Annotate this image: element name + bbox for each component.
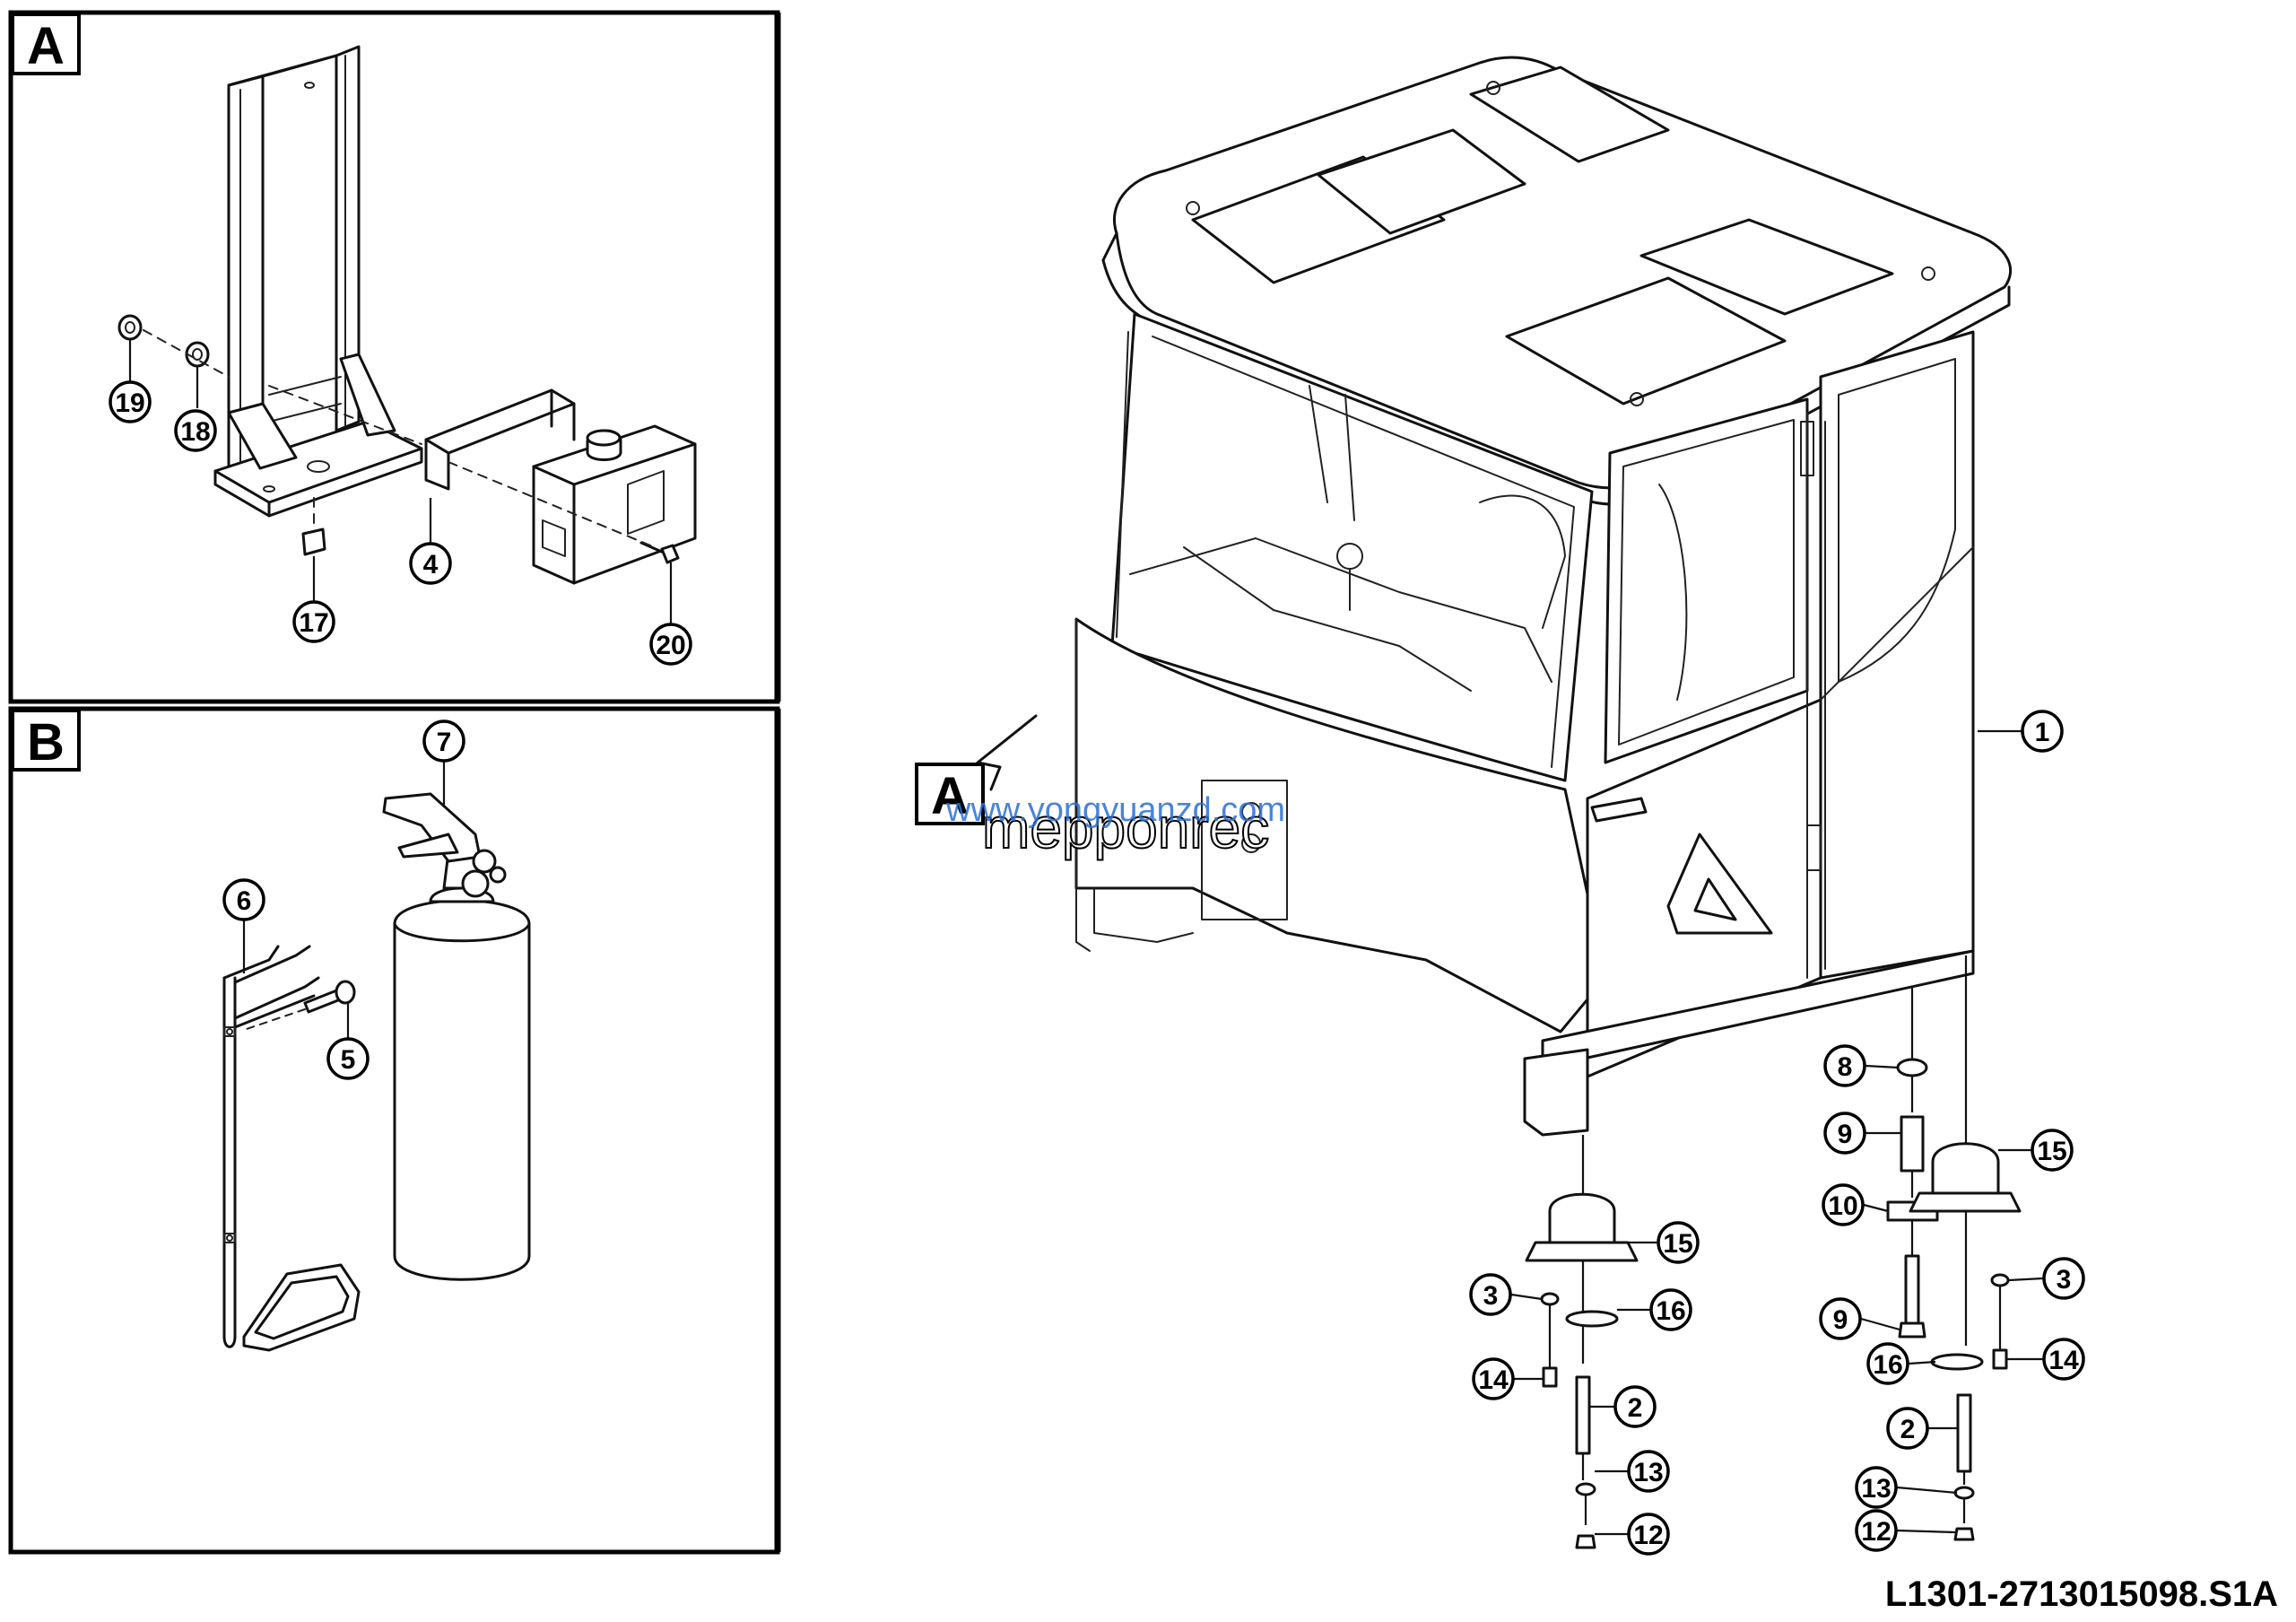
callout-2-left: 2 bbox=[1613, 1385, 1657, 1428]
mount-stack-center bbox=[1886, 987, 1939, 1339]
svg-text:2: 2 bbox=[1900, 1415, 1916, 1444]
panel-b-leaders bbox=[242, 761, 446, 1039]
callout-3-left: 3 bbox=[1469, 1273, 1512, 1316]
callout-6: 6 bbox=[222, 878, 265, 921]
svg-text:7: 7 bbox=[437, 728, 452, 757]
svg-text:12: 12 bbox=[1633, 1521, 1663, 1550]
callout-4: 4 bbox=[409, 542, 452, 585]
svg-text:3: 3 bbox=[2057, 1265, 2072, 1295]
cab-assembly bbox=[1074, 56, 2013, 1137]
main-leaders bbox=[1510, 729, 2044, 1536]
callout-14-left: 14 bbox=[1472, 1357, 1515, 1400]
mount-stack-left bbox=[1525, 1135, 1639, 1549]
callout-7: 7 bbox=[422, 719, 465, 763]
callout-17: 17 bbox=[292, 600, 335, 643]
svg-text:9: 9 bbox=[1833, 1305, 1848, 1335]
windshield bbox=[1110, 312, 1594, 782]
fire-extinguisher bbox=[382, 792, 531, 1281]
svg-text:19: 19 bbox=[115, 388, 144, 418]
mounting-bracket bbox=[213, 45, 423, 518]
svg-text:14: 14 bbox=[2048, 1346, 2079, 1375]
main-callouts: 1 8 9 10 9 15 15 3 3 16 16 14 14 2 2 13 … bbox=[1469, 710, 2085, 1556]
svg-text:16: 16 bbox=[1873, 1350, 1902, 1380]
callout-9-lower: 9 bbox=[1819, 1297, 1862, 1340]
panel-a-leaders bbox=[128, 339, 673, 624]
svg-text:3: 3 bbox=[1483, 1281, 1499, 1311]
hardware-nut-washer bbox=[117, 314, 326, 556]
callout-9-upper: 9 bbox=[1823, 1112, 1866, 1155]
svg-text:13: 13 bbox=[1633, 1458, 1663, 1487]
callout-2-right: 2 bbox=[1886, 1407, 1929, 1450]
panel-a-letter: A bbox=[27, 17, 65, 75]
callout-15-left: 15 bbox=[1657, 1221, 1700, 1264]
svg-text:6: 6 bbox=[237, 886, 252, 916]
callout-15-right: 15 bbox=[2031, 1129, 2074, 1172]
svg-text:12: 12 bbox=[1861, 1517, 1891, 1547]
svg-text:10: 10 bbox=[1828, 1191, 1857, 1221]
bolt bbox=[639, 541, 680, 564]
callout-16-left: 16 bbox=[1649, 1288, 1692, 1331]
callout-12-left: 12 bbox=[1627, 1513, 1670, 1556]
plate-bracket bbox=[424, 388, 576, 491]
door-logo bbox=[1666, 833, 1773, 935]
alignment-lines bbox=[143, 329, 656, 548]
panel-b: B bbox=[8, 706, 781, 1555]
callout-14-right: 14 bbox=[2042, 1338, 2085, 1381]
mount-stack-right bbox=[1909, 955, 2022, 1541]
svg-text:13: 13 bbox=[1861, 1474, 1891, 1504]
panel-a: A bbox=[8, 10, 781, 704]
watermark-text: mepponrec bbox=[982, 796, 1269, 860]
watermark-url: www.yongyuanzd.com bbox=[945, 791, 1285, 829]
callout-16-right: 16 bbox=[1866, 1342, 1909, 1385]
callout-10: 10 bbox=[1822, 1183, 1865, 1226]
svg-text:1: 1 bbox=[2035, 718, 2050, 747]
svg-text:15: 15 bbox=[1663, 1229, 1692, 1259]
extinguisher-holder bbox=[222, 945, 361, 1352]
callout-8: 8 bbox=[1823, 1044, 1866, 1087]
callout-12-right: 12 bbox=[1855, 1509, 1898, 1552]
callout-13-right: 13 bbox=[1855, 1466, 1898, 1509]
callout-19: 19 bbox=[109, 380, 152, 423]
callout-5: 5 bbox=[326, 1037, 370, 1080]
view-flag-a: A bbox=[915, 714, 1038, 825]
cab-rear-panel bbox=[1819, 330, 1975, 980]
reservoir-tank bbox=[532, 424, 697, 585]
svg-text:8: 8 bbox=[1838, 1052, 1853, 1082]
svg-text:A: A bbox=[931, 767, 969, 825]
holder-bolt bbox=[243, 980, 356, 1031]
svg-text:15: 15 bbox=[2037, 1137, 2066, 1166]
callout-13-left: 13 bbox=[1627, 1450, 1670, 1493]
svg-text:18: 18 bbox=[180, 417, 210, 447]
drawing-number: L1301-2713015098.S1A bbox=[1885, 1574, 2278, 1614]
svg-text:16: 16 bbox=[1656, 1296, 1685, 1326]
callout-18: 18 bbox=[174, 409, 217, 452]
callout-20: 20 bbox=[649, 623, 692, 666]
svg-text:5: 5 bbox=[341, 1045, 356, 1075]
panel-b-letter: B bbox=[27, 713, 65, 772]
callout-1: 1 bbox=[2021, 710, 2064, 753]
svg-text:4: 4 bbox=[423, 550, 439, 580]
panel-b-callouts: 7 6 5 bbox=[222, 719, 465, 1080]
svg-text:17: 17 bbox=[299, 608, 328, 638]
svg-text:9: 9 bbox=[1838, 1120, 1853, 1149]
svg-text:2: 2 bbox=[1628, 1393, 1643, 1423]
callout-3-right: 3 bbox=[2042, 1257, 2085, 1300]
svg-text:20: 20 bbox=[656, 631, 685, 660]
panel-a-callouts: 19 18 4 17 20 bbox=[109, 380, 692, 666]
svg-text:14: 14 bbox=[1478, 1365, 1509, 1395]
